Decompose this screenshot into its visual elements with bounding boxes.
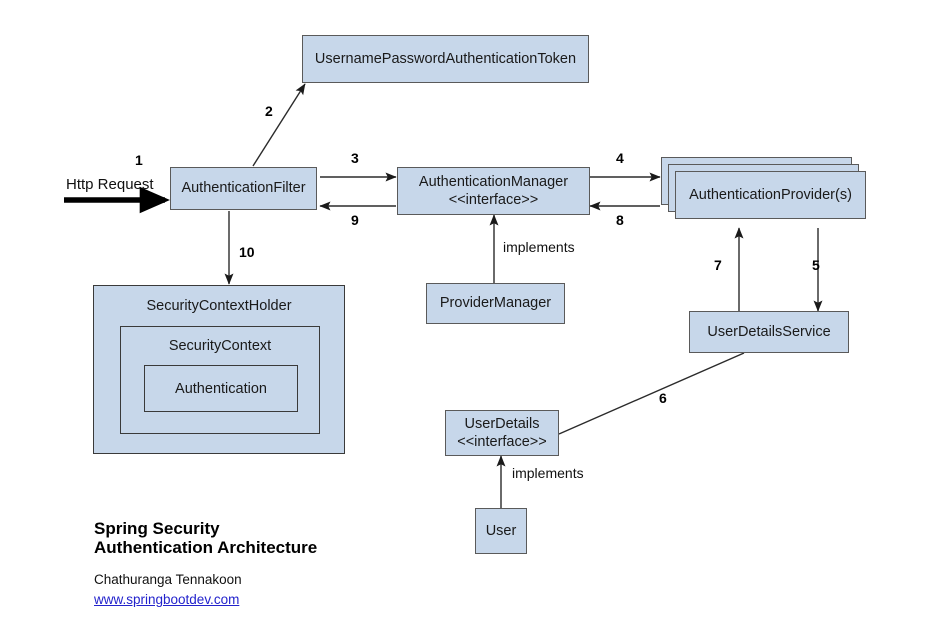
- edge-label-2: 2: [265, 103, 273, 119]
- edge-label-8: 8: [616, 212, 624, 228]
- edge-label-7: 7: [714, 257, 722, 273]
- security-context-holder-label: SecurityContextHolder: [146, 298, 292, 314]
- node-user[interactable]: User: [475, 508, 527, 554]
- edge-label-4: 4: [616, 150, 624, 166]
- edge-label-10: 10: [239, 244, 255, 260]
- node-user-details-service[interactable]: UserDetailsService: [689, 311, 849, 353]
- node-stereotype: <<interface>>: [448, 192, 539, 208]
- node-provider-manager[interactable]: ProviderManager: [426, 283, 565, 324]
- node-user-details[interactable]: UserDetails <<interface>>: [445, 410, 559, 456]
- node-security-context-holder[interactable]: SecurityContextHolder SecurityContext Au…: [93, 285, 345, 454]
- edge-label-http-request: Http Request: [66, 176, 154, 193]
- edge-6: [558, 352, 745, 435]
- edge-label-implements-provider-manager: implements: [503, 239, 575, 255]
- edge-label-5: 5: [812, 257, 820, 273]
- node-label: UsernamePasswordAuthenticationToken: [314, 50, 577, 67]
- node-label: AuthenticationFilter: [181, 180, 306, 197]
- node-label: User: [485, 522, 517, 539]
- authentication-label: Authentication: [175, 380, 267, 397]
- node-authentication[interactable]: Authentication: [144, 365, 298, 412]
- node-label: AuthenticationProvider(s): [689, 186, 852, 203]
- node-label: UserDetailsService: [707, 323, 831, 340]
- node-label: ProviderManager: [439, 295, 552, 312]
- edge-label-9: 9: [351, 212, 359, 228]
- node-stereotype: <<interface>>: [457, 434, 547, 450]
- edge-2: [252, 83, 306, 167]
- edge-label-3: 3: [351, 150, 359, 166]
- node-label: UserDetails: [464, 415, 540, 432]
- node-security-context[interactable]: SecurityContext Authentication: [120, 326, 320, 434]
- node-authentication-provider[interactable]: AuthenticationProvider(s): [675, 171, 866, 219]
- node-authentication-filter[interactable]: AuthenticationFilter: [170, 167, 317, 210]
- diagram-title-line2: Authentication Architecture: [94, 538, 318, 557]
- diagram-website-link[interactable]: www.springbootdev.com: [94, 592, 240, 607]
- edge-label-6: 6: [659, 390, 667, 406]
- security-context-label: SecurityContext: [168, 338, 272, 354]
- node-label: AuthenticationManager: [418, 173, 569, 190]
- diagram-title-line1: Spring Security: [94, 519, 220, 538]
- edge-label-implements-user: implements: [512, 465, 584, 481]
- diagram-author: Chathuranga Tennakoon: [94, 572, 242, 587]
- node-authentication-manager[interactable]: AuthenticationManager <<interface>>: [397, 167, 590, 215]
- node-username-password-authentication-token[interactable]: UsernamePasswordAuthenticationToken: [302, 35, 589, 83]
- edge-label-1: 1: [135, 152, 143, 168]
